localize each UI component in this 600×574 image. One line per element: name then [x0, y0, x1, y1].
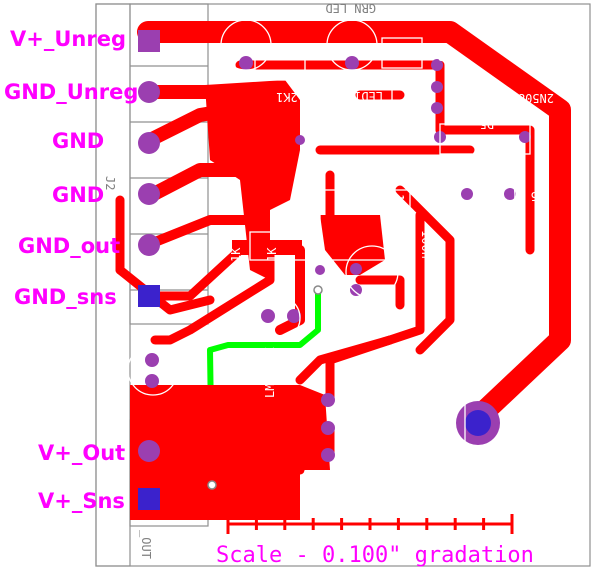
- silkscreen-outlines: [127, 19, 531, 476]
- label-gnd-sns: GND_sns: [14, 285, 117, 309]
- terminal-pads: [138, 30, 160, 510]
- silk-pin-c: C: [450, 111, 457, 125]
- pad-gnd-out: [138, 234, 160, 256]
- top-copper-traces: [115, 21, 571, 505]
- pad-v-unreg: [138, 30, 160, 52]
- silk-out: _OUT: [139, 530, 153, 559]
- mounting-hole: [456, 401, 500, 445]
- silk-led1: LED1: [354, 89, 383, 103]
- silk-12k1: 12K1: [276, 90, 305, 104]
- silk-d5: D5: [480, 117, 494, 131]
- silk-2n5087: 2N5087: [511, 91, 554, 105]
- silk-10k: 10K: [392, 194, 406, 216]
- label-gnd-unreg: GND_Unreg: [4, 80, 138, 104]
- label-gnd-2: GND: [52, 183, 104, 207]
- pad-gnd-sns: [138, 285, 160, 307]
- silk-pin-b: B: [450, 91, 457, 105]
- scale-label: Scale - 0.100" gradation: [216, 543, 534, 568]
- silk-u1: U1: [345, 434, 359, 448]
- silk-c4-val: 120U: [101, 356, 115, 385]
- silk-q3: Q3: [438, 49, 452, 63]
- component-pads: [145, 56, 531, 462]
- label-v-unreg: V+_Unreg: [10, 27, 126, 51]
- pad-gnd-2: [138, 183, 160, 205]
- silk-j2: J2: [103, 176, 117, 190]
- silk-lt1006: LT1006: [337, 168, 351, 211]
- pad-gnd-1: [138, 132, 160, 154]
- vias: [207, 285, 323, 490]
- silk-u1-part: MJE15003: [404, 395, 419, 458]
- label-gnd-out: GND_out: [18, 234, 120, 258]
- silk-c4: C4: [181, 356, 195, 370]
- silk-u-mark: 3: [357, 194, 371, 201]
- pad-gnd-unreg: [138, 81, 160, 103]
- silk-d1: D1: [285, 352, 299, 366]
- label-v-out: V+_Out: [38, 441, 125, 465]
- bottom-copper-trace: [207, 290, 321, 486]
- silk-d5-part: LN5235B: [463, 159, 514, 173]
- label-v-sns: V+_Sns: [38, 489, 125, 513]
- silk-c5: C5: [531, 189, 545, 203]
- silk-pin-e: E: [450, 69, 457, 83]
- scale-bar: [226, 514, 514, 534]
- silk-1k-a: 1K: [229, 247, 243, 262]
- pad-v-out: [138, 440, 160, 462]
- silk-100n: 100n: [419, 230, 433, 259]
- pad-v-sns: [138, 488, 160, 510]
- label-gnd-1: GND: [52, 129, 104, 153]
- silk-grn-led: GRN LED: [325, 1, 376, 15]
- silk-d1-part: LM329DZ: [263, 347, 277, 398]
- silk-c5-val: 10UF: [479, 202, 508, 216]
- silk-1k-b: 1K: [265, 247, 279, 262]
